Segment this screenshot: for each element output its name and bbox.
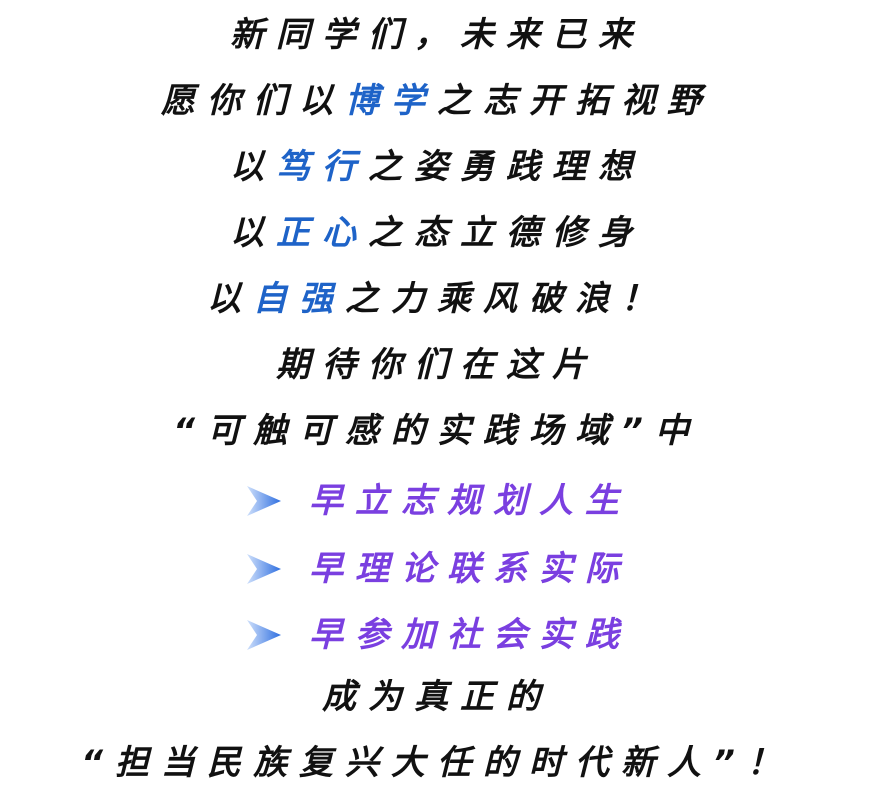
highlight-word: 笃行 [276,147,368,187]
bullet-text: 早理论联系实际 [309,549,631,589]
poem-line-integrity: 以正心之态立德修身 [0,211,874,255]
bullet-text: 早立志规划人生 [309,481,631,521]
chevron-right-icon [247,486,281,516]
poem-line-expectation: 期待你们在这片 [276,345,598,385]
poem-line-new-era: “担当民族复兴大任的时代新人”！ [81,743,793,783]
line-prefix: 以 [230,213,276,253]
poem-line-become: 成为真正的 [322,677,552,717]
line-prefix: 愿你们以 [161,81,345,121]
poem-line-strength: 以自强之力乘风破浪！ [0,277,874,321]
bullet-item-social-practice: 早参加社会实践 [0,613,874,657]
line-suffix: 之志开拓视野 [437,81,713,121]
line-suffix: 之力乘风破浪！ [345,279,667,319]
highlight-word: 博学 [345,81,437,121]
line-prefix: 以 [230,147,276,187]
chevron-right-icon [247,620,281,650]
line-suffix: 之姿勇践理想 [368,147,644,187]
bullet-text: 早参加社会实践 [309,615,631,655]
highlight-word: 正心 [276,213,368,253]
bullet-item-aspiration: 早立志规划人生 [0,479,874,523]
poem-line-practice: 以笃行之姿勇践理想 [0,145,874,189]
poem-line-greeting: 新同学们，未来已来 [230,15,644,55]
line-suffix: 之态立德修身 [368,213,644,253]
poem-line-practice-field: “可触可感的实践场域”中 [173,411,701,451]
chevron-right-icon [247,554,281,584]
highlight-word: 自强 [253,279,345,319]
bullet-item-theory: 早理论联系实际 [0,547,874,591]
line-prefix: 以 [207,279,253,319]
poem-line-erudition: 愿你们以博学之志开拓视野 [0,79,874,123]
